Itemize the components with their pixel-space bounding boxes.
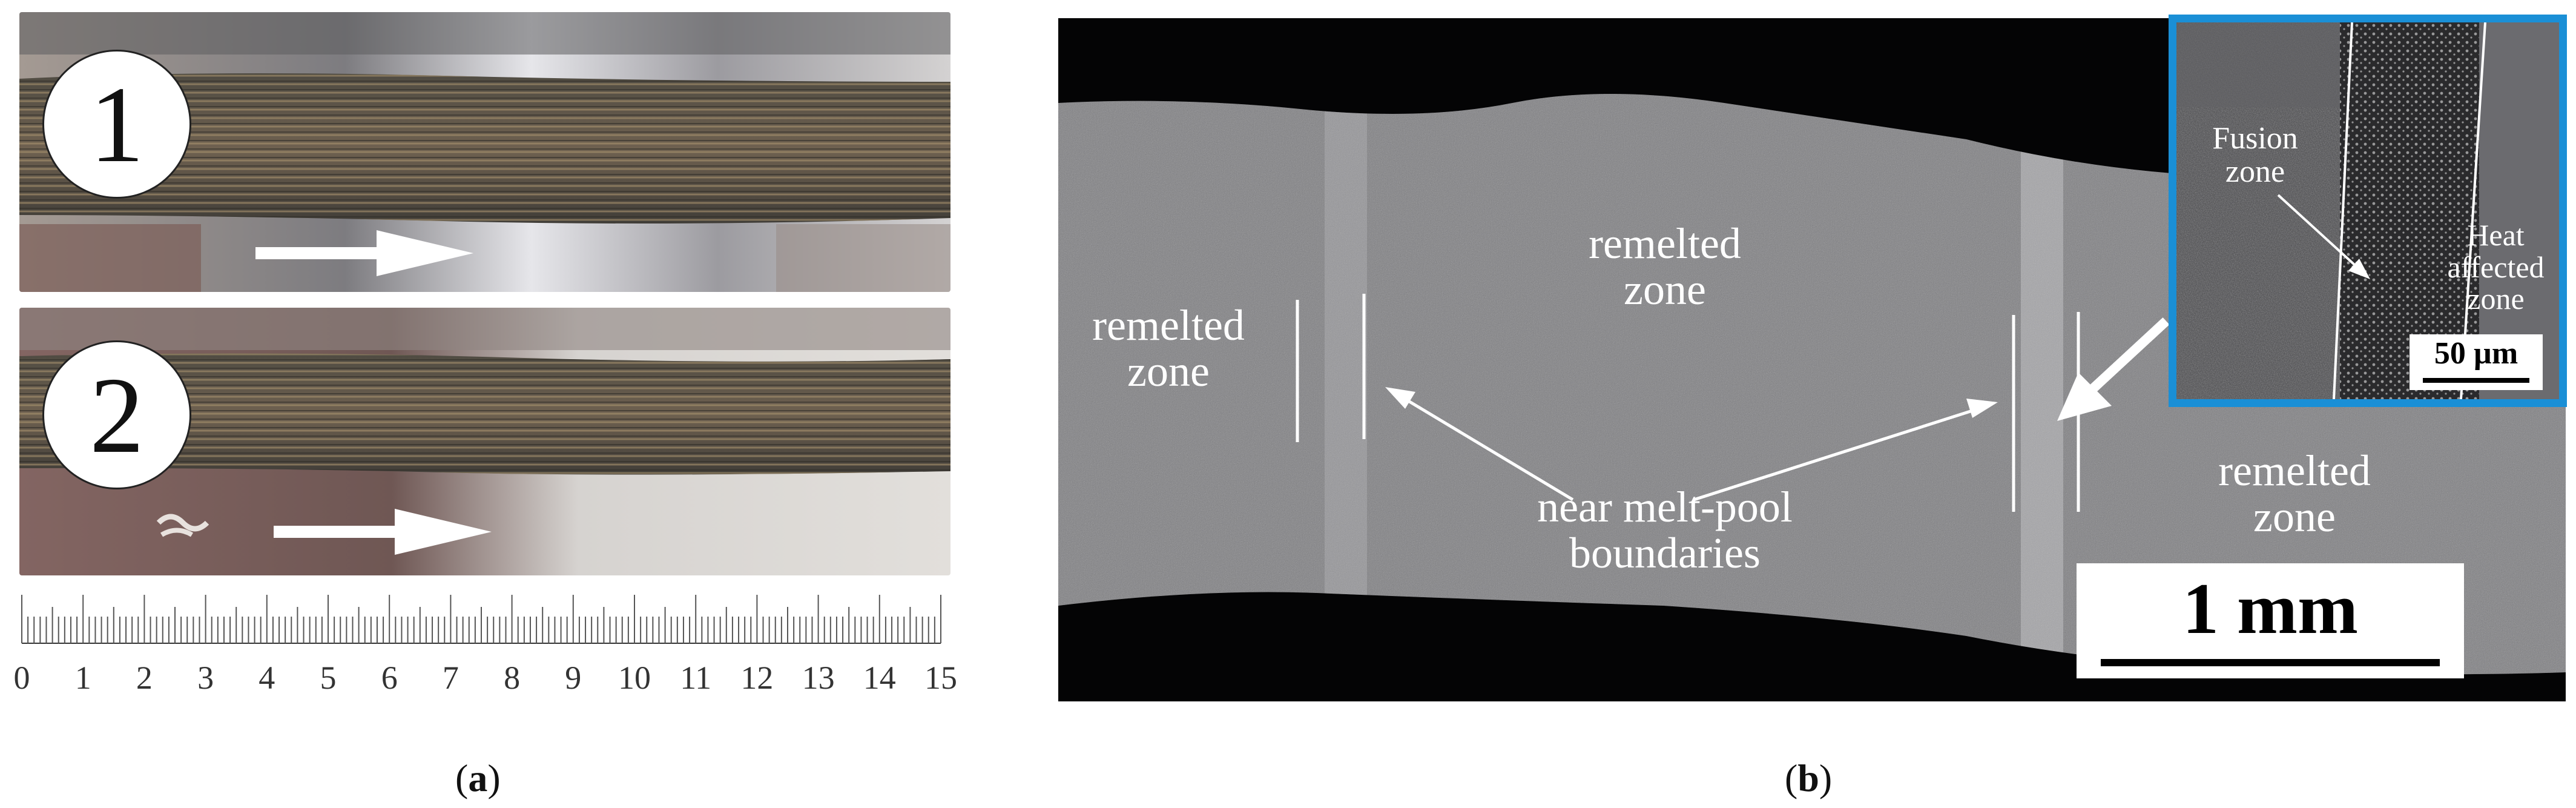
ruler-scale (21, 595, 941, 644)
ruler-number: 14 (863, 660, 896, 696)
ruler-number: 2 (136, 660, 153, 696)
panel-b-caption: (b) (1785, 757, 1833, 800)
inset-label-heat-affected-zone: Heat affected zone (2447, 218, 2545, 316)
ruler-number: 6 (381, 660, 398, 696)
ruler-number: 5 (320, 660, 337, 696)
ruler-number: 1 (74, 660, 91, 696)
label-remelted-zone-right: remelted zone (2218, 446, 2371, 541)
inset-scale-bar-label: 50 µm (2434, 336, 2518, 371)
inset-label-fusion-zone: Fusion zone (2212, 121, 2298, 189)
sample-2-number-badge: 2 (42, 340, 191, 489)
ruler-number: 9 (565, 660, 582, 696)
scale-bar-1mm-label: 1 mm (2182, 568, 2358, 649)
ruler-number: 10 (618, 660, 651, 696)
ruler-number: 12 (740, 660, 774, 696)
scale-bar-1mm-line (2101, 659, 2440, 666)
sample-1-photo (19, 12, 950, 292)
ruler-number: 11 (680, 660, 712, 696)
scale-bar-1mm: 1 mm (2077, 563, 2464, 678)
inset-scale-bar: 50 µm (2410, 334, 2543, 390)
ruler-number: 3 (197, 660, 214, 696)
ruler-number: 8 (504, 660, 521, 696)
ruler-number: 7 (442, 660, 459, 696)
sample-2-photo (19, 308, 950, 575)
label-near-melt-pool-boundaries: near melt-pool boundaries (1537, 483, 1793, 577)
panel-a-caption: (a) (455, 757, 501, 800)
ruler-number: 13 (802, 660, 835, 696)
ruler-number: 15 (924, 660, 957, 696)
inset-micrograph: Fusion zone Heat affected zone 50 µm (2169, 15, 2567, 407)
sample-1-number-badge: 1 (42, 50, 191, 199)
inset-scale-bar-line (2423, 378, 2529, 383)
label-remelted-zone-center: remelted zone (1589, 219, 1741, 314)
ruler-number: 0 (13, 660, 30, 696)
label-remelted-zone-left: remelted zone (1092, 301, 1245, 396)
ruler-number: 4 (259, 660, 275, 696)
